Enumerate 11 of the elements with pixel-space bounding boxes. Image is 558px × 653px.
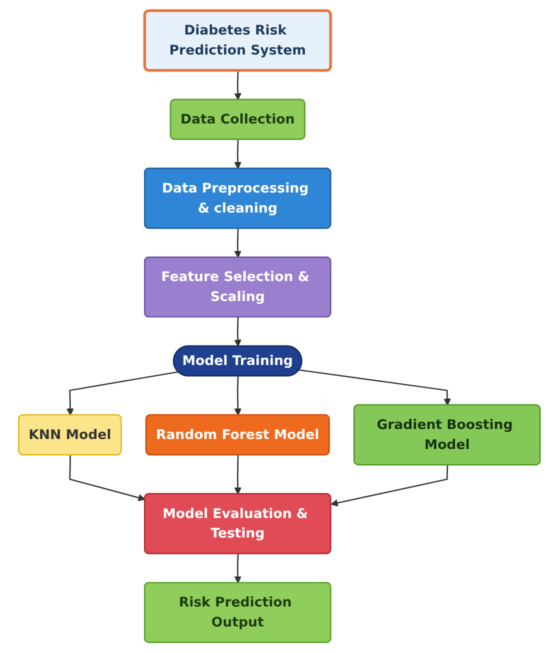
arrow: [234, 140, 242, 170]
arrow: [298, 369, 451, 406]
arrow: [234, 376, 242, 416]
arrow: [234, 455, 242, 494]
arrow: [68, 455, 146, 502]
arrow: [234, 70, 242, 100]
arrow: [234, 317, 242, 347]
arrow: [66, 371, 178, 416]
arrow: [234, 228, 242, 258]
arrow: [234, 554, 242, 584]
arrow: [330, 465, 448, 507]
